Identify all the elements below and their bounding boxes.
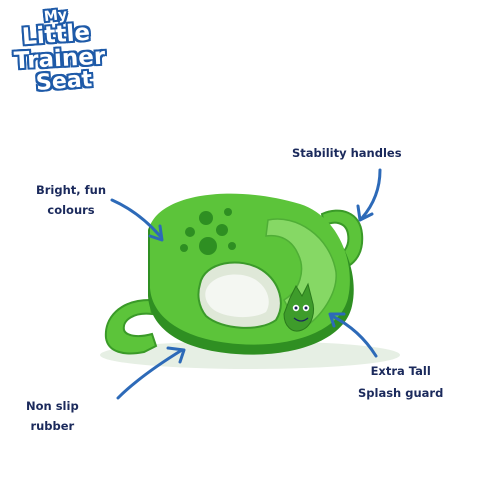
callout-stability-handles: Stability handles (292, 146, 402, 160)
left-handle (104, 298, 158, 355)
arrow-splash (330, 314, 378, 358)
callout-extra-line2: Splash guard (358, 386, 444, 400)
paw-dots-decoration (180, 208, 236, 255)
callout-nonslip-line2: rubber (30, 419, 75, 433)
character-face-icon (283, 282, 315, 332)
arrow-stability (360, 168, 382, 220)
callout-bright-line2: colours (47, 203, 95, 217)
arrow-bright (110, 198, 162, 238)
arrow-splash-head (328, 312, 346, 328)
callout-non-slip: Non slip rubber (26, 396, 79, 436)
callout-extra-line1: Extra Tall (370, 364, 431, 378)
arrow-nonslip-head (166, 346, 186, 364)
seat-opening-inner (205, 274, 269, 318)
arrow-nonslip (116, 348, 184, 400)
callout-bright-colours: Bright, fun colours (36, 180, 106, 220)
callout-nonslip-line1: Non slip (26, 399, 79, 413)
callout-splash-guard: Extra Tall Splash guard (358, 360, 443, 404)
arrow-bright-head (148, 224, 164, 242)
callout-bright-line1: Bright, fun (36, 183, 107, 197)
arrow-stability-head (356, 204, 374, 222)
